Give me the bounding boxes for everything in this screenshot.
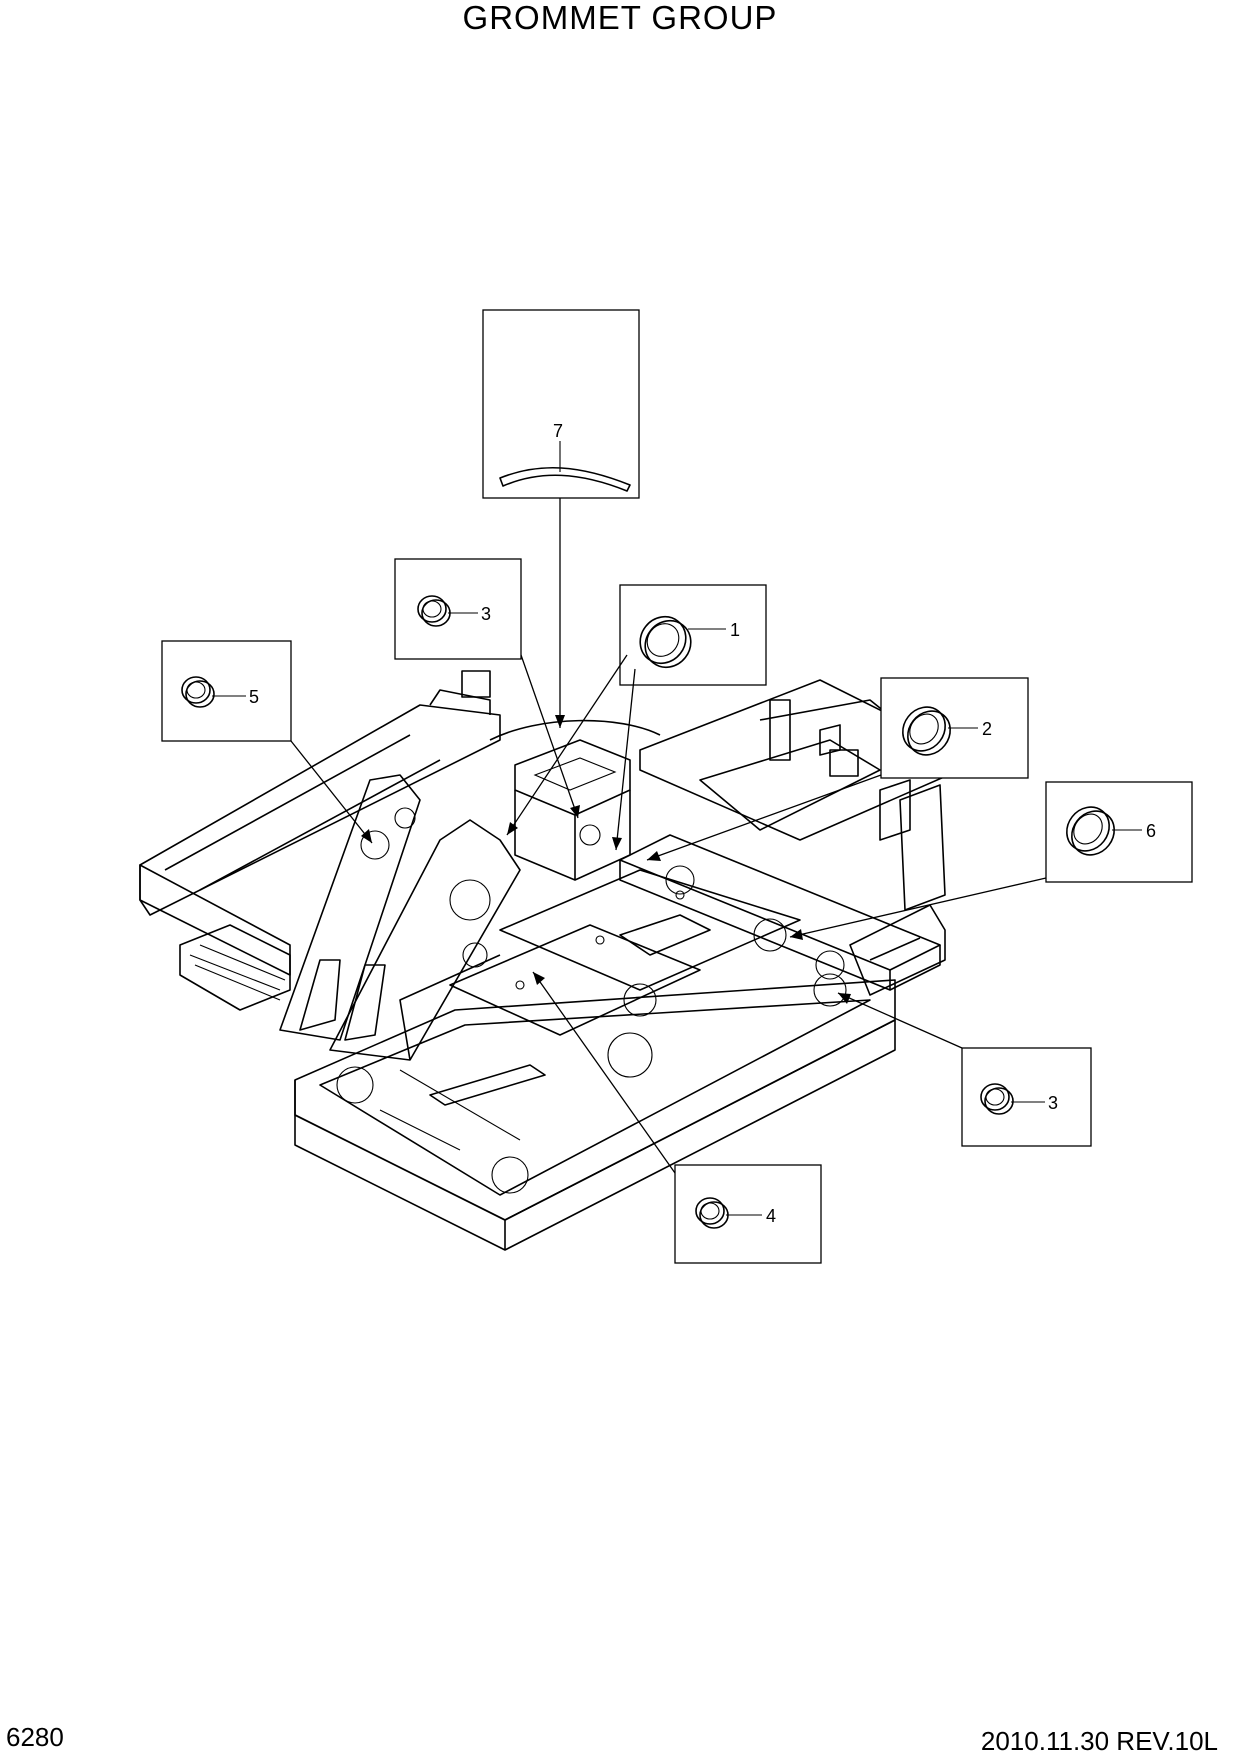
callout-3-bottom[interactable]: 3: [961, 1047, 1092, 1147]
callout-3-top-label: 3: [481, 604, 491, 624]
upper-frame-drawing: [139, 670, 961, 1251]
callout-4[interactable]: 4: [674, 1164, 822, 1264]
page-number: 6280: [6, 1722, 64, 1752]
callout-6[interactable]: 6: [1045, 781, 1193, 883]
callout-5[interactable]: 5: [161, 640, 292, 742]
callout-1[interactable]: 1: [619, 584, 767, 686]
page-title: GROMMET GROUP: [462, 0, 778, 36]
callout-6-label: 6: [1146, 821, 1156, 841]
callout-7[interactable]: 7: [482, 309, 640, 499]
revision-date: 2010.11.30 REV.10L: [980, 1726, 1218, 1756]
callout-2[interactable]: 2: [880, 677, 1029, 779]
callout-4-label: 4: [766, 1206, 776, 1226]
callout-2-label: 2: [982, 719, 992, 739]
callout-7-label: 7: [553, 421, 563, 441]
callout-3-bottom-label: 3: [1048, 1093, 1058, 1113]
leader-arrowheads: [361, 715, 851, 1004]
callout-3-top[interactable]: 3: [394, 558, 522, 660]
callout-1-label: 1: [730, 620, 740, 640]
leader-lines: [290, 498, 1047, 1174]
callout-5-label: 5: [249, 687, 259, 707]
